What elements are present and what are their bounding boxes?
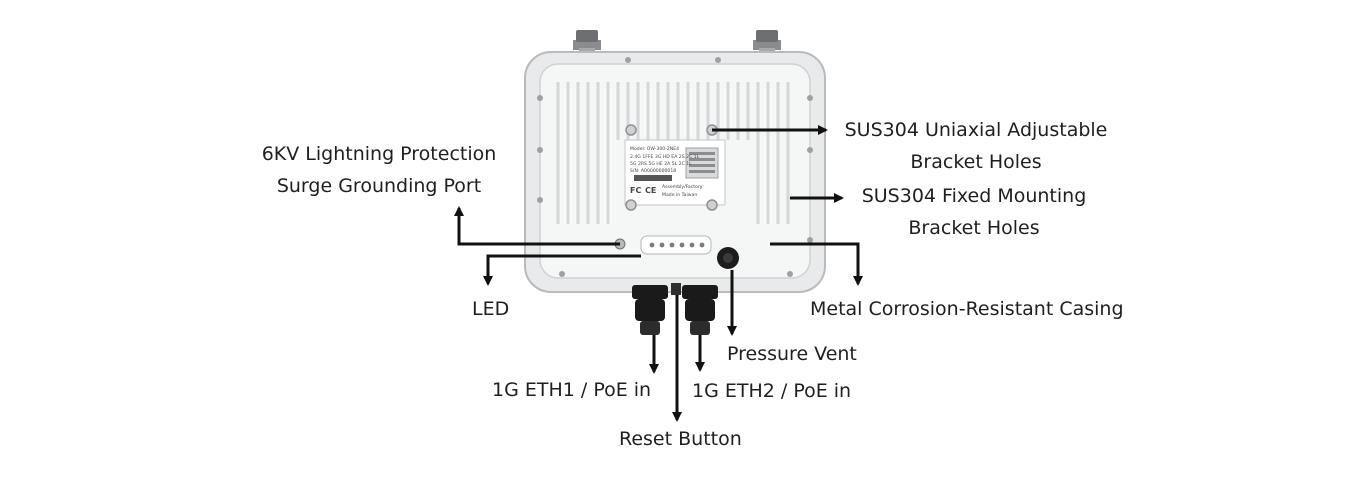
fcc-mark: FC: [630, 186, 641, 195]
ce-mark: CE: [645, 186, 656, 195]
cable-gland-eth2: [682, 285, 718, 335]
label-reset-button: Reset Button: [619, 428, 742, 450]
label-lightning: 6KV Lightning Protection Surge Grounding…: [248, 138, 510, 202]
label-lightning-line2: Surge Grounding Port: [276, 175, 482, 197]
label-uniaxial-line2: Bracket Holes: [910, 151, 1042, 173]
device-serial-line: S/N: A00000000018: [630, 168, 676, 174]
arrow-casing: [770, 242, 863, 286]
device-origin-line: Made in Taiwan: [662, 192, 697, 198]
arrow-led: [483, 254, 641, 286]
label-lightning-line1: 6KV Lightning Protection: [261, 143, 497, 165]
label-casing: Metal Corrosion-Resistant Casing: [810, 298, 1124, 320]
led-panel: [640, 235, 712, 255]
label-fixed-line2: Bracket Holes: [908, 217, 1040, 239]
label-led: LED: [472, 298, 510, 320]
device-casing: [524, 51, 826, 293]
label-fixed-line1: SUS304 Fixed Mounting: [861, 185, 1087, 207]
pressure-vent: [717, 247, 739, 269]
reset-button-housing: [671, 283, 681, 295]
arrow-lightning: [454, 206, 620, 246]
device-spec-line-2: 5G 2RS 5G HE 2A 5L 2C 1L: [630, 161, 692, 167]
device-brand-line: Assembly/Factory: [662, 184, 703, 190]
product-label: [624, 139, 726, 206]
label-uniaxial: SUS304 Uniaxial Adjustable Bracket Holes: [838, 114, 1114, 178]
uniaxial-bracket-holes: [625, 124, 718, 136]
fixed-mounting-bracket-holes: [625, 199, 718, 211]
label-eth2: 1G ETH2 / PoE in: [692, 380, 852, 402]
cable-gland-eth1: [632, 285, 668, 335]
label-eth1: 1G ETH1 / PoE in: [492, 379, 652, 401]
label-uniaxial-line1: SUS304 Uniaxial Adjustable: [844, 119, 1108, 141]
device-model-line: Model: OW-300-2NE4: [630, 146, 679, 152]
device-spec-line-1: 2.4G 1FFE 3G HD EA 2S 2C 1L: [630, 154, 700, 160]
label-pressure-vent: Pressure Vent: [727, 343, 857, 365]
label-fixed: SUS304 Fixed Mounting Bracket Holes: [854, 180, 1094, 244]
